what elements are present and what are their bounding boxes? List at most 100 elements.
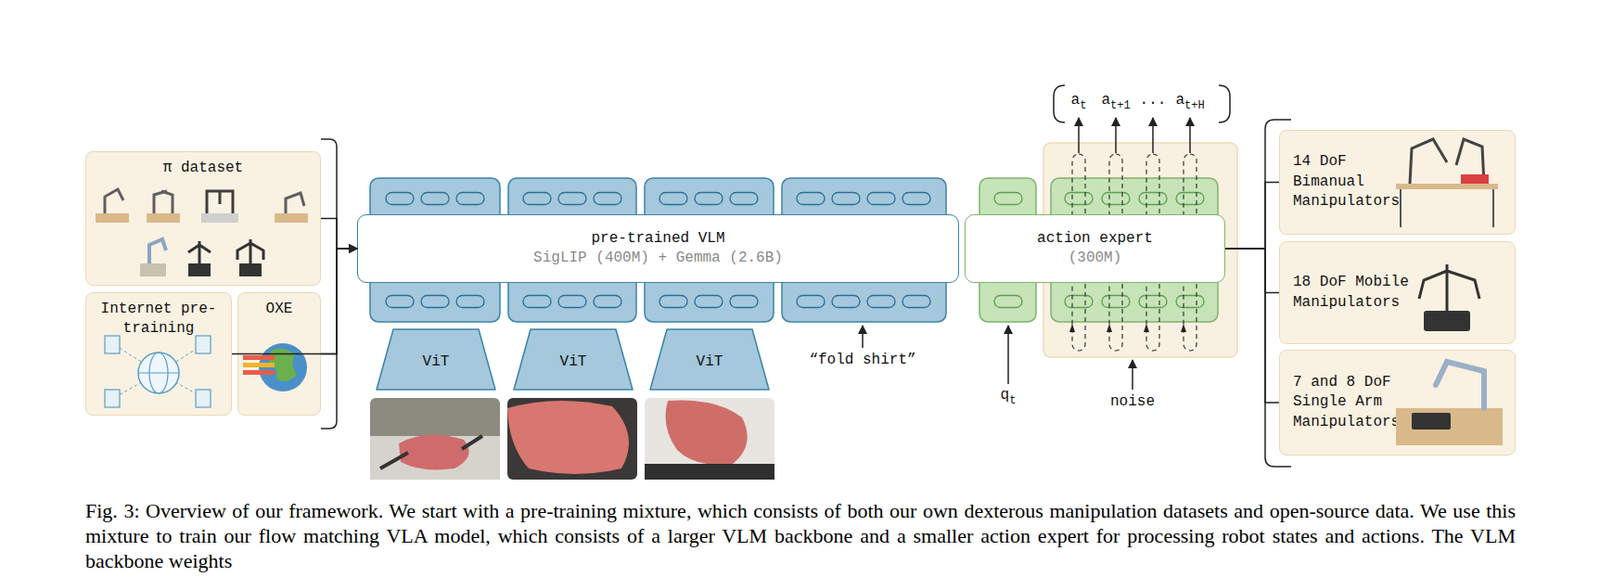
token [456,192,485,205]
node-title: OXE [266,299,294,320]
token-column [508,178,637,322]
oxe-stripe [243,370,275,375]
token [1064,295,1093,308]
text-label: a [1175,91,1185,110]
oxe-stripe [243,362,275,368]
token [902,295,931,308]
token [867,192,896,205]
camera-image [370,397,500,480]
token [523,192,551,205]
text-label: “fold shirt” [808,351,916,370]
token [1064,192,1093,205]
token-column [644,178,774,322]
token-column [781,178,947,322]
input-arrow [1007,325,1010,384]
robot-box: 14 DoF Bimanual Manipulators [1279,129,1516,235]
robot-arm [1419,264,1480,311]
token [994,295,1023,308]
subscript-label: t+1 [1110,99,1131,113]
model-box: pre-trained VLMSigLIP (400M) + Gemma (2.… [357,214,960,283]
robot-arm [149,239,167,264]
trapezoid-shape [512,328,634,391]
action-column [1050,178,1218,322]
robot-icon [95,189,129,223]
model-box: action expert(300M) [964,214,1226,283]
web-page-icon [104,389,120,408]
token [832,192,860,205]
token [421,192,449,205]
token [659,192,688,205]
image-arm [380,435,483,469]
output-arrow [1077,117,1080,154]
trapezoid-outline [650,329,769,390]
token [796,192,825,205]
output-arrow [1189,117,1191,154]
token [385,295,414,308]
output-bracket [1053,85,1065,123]
oxe-land [268,348,297,382]
robot-icon [201,191,239,223]
output-arrow [1152,117,1154,154]
connector [1225,182,1280,250]
state-column [979,178,1037,322]
robot-arm [237,239,264,264]
node-subtitle: SigLIP (400M) + Gemma (2.6B) [533,248,783,269]
output-arrow [1114,117,1117,154]
camera-image [644,397,775,480]
oxe-globe [258,343,308,392]
globe-meridian [149,352,168,394]
token-column [370,178,500,322]
token [1176,192,1204,205]
robot-table-legs [1400,189,1494,228]
robot-icon [140,239,167,277]
node-title: 7 and 8 DoF Single Arm Manipulators [1292,372,1409,434]
robot-base [239,263,262,277]
token [558,192,587,205]
robot-box: 18 DoF Mobile Manipulators [1279,241,1516,345]
robot-table [201,213,239,223]
token [1101,295,1130,308]
connector [231,248,358,355]
dataset-box: OXE [237,292,321,416]
camera-image [507,397,638,480]
token [659,295,688,308]
connector [320,218,358,250]
node-title: ViT [422,352,450,372]
node-title: ViT [696,352,724,372]
robot-table [1395,408,1503,446]
vit-encoder: ViT [649,328,770,391]
link-line [115,372,159,397]
connector [320,248,358,355]
trapezoid-shape [649,328,770,391]
link-line [158,372,203,397]
robot-bracket [1265,119,1292,467]
loop-arrowhead [1106,323,1113,333]
trapezoid-shape [375,328,497,391]
node-title: 18 DoF Mobile Manipulators [1292,272,1409,313]
robot-arm [1435,361,1485,409]
web-page-icon [195,389,211,408]
robot-arm [153,191,173,214]
image-gripper [644,463,775,480]
robot-arm [188,241,211,264]
token [593,295,622,308]
image-cloth [665,399,748,465]
robot-table [146,213,180,223]
text-label: a [1100,91,1111,110]
node-subtitle: (300M) [1068,248,1123,269]
robot-arm [1409,139,1485,184]
token [1176,295,1204,308]
loop-arrowhead [1143,323,1150,333]
token [796,295,825,308]
vit-encoder: ViT [375,328,497,391]
trapezoid-outline [513,329,633,390]
node-title: action expert [1036,229,1153,249]
token [867,295,896,308]
token [593,192,622,205]
input-arrow [861,325,864,348]
output-bracket [1218,85,1230,123]
token [1139,192,1167,205]
globe-icon [138,352,180,394]
